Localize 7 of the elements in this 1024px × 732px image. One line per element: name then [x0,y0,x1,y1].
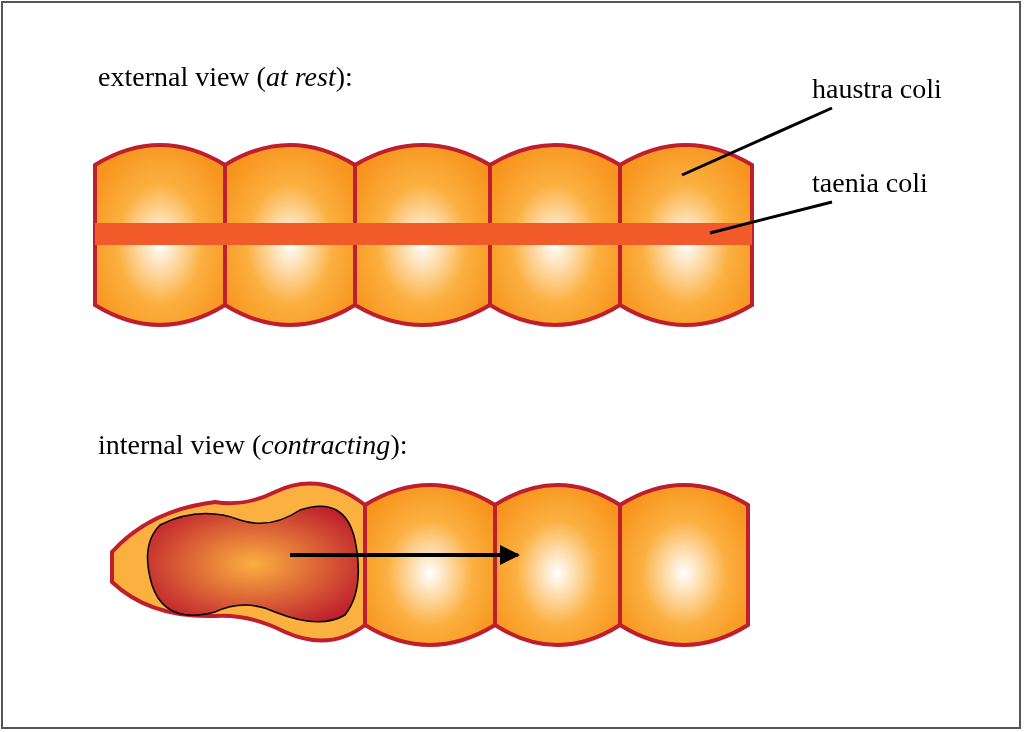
part-label: taenia coli [812,166,928,200]
leader-line [681,106,833,177]
part-label: haustra coli [812,72,942,106]
view-heading: internal view (contracting): [98,428,408,462]
leader-line [709,200,833,235]
taenia-band [95,223,752,245]
view-heading: external view (at rest): [98,60,353,94]
